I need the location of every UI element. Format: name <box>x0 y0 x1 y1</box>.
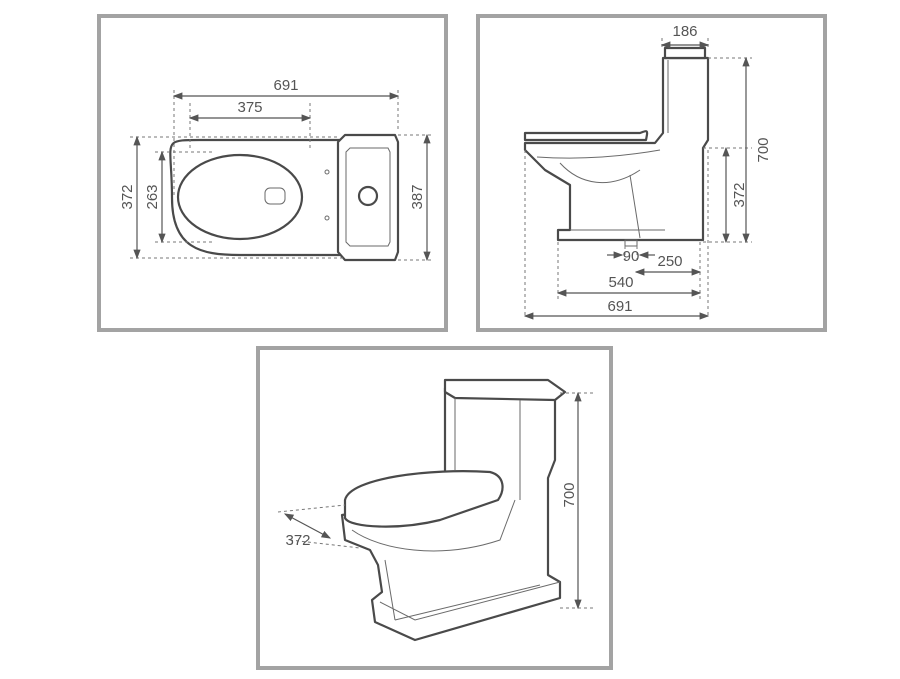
label-outlet-diameter: 90 <box>623 248 640 265</box>
label-length-total: 691 <box>607 298 632 315</box>
label-width-inner: 263 <box>144 184 161 209</box>
label-width-total: 691 <box>273 77 298 94</box>
toilet-side-view <box>523 46 710 247</box>
label-seat-height: 372 <box>731 182 748 207</box>
side-view-panel: 186 700 372 90 250 540 691 <box>476 14 827 332</box>
label-perspective-height: 700 <box>561 482 578 507</box>
label-bowl-length: 375 <box>237 99 262 116</box>
label-base-length: 540 <box>608 274 633 291</box>
label-tank-depth: 186 <box>672 23 697 40</box>
label-perspective-width: 372 <box>285 532 310 549</box>
perspective-view-panel: 372 700 <box>256 346 613 670</box>
label-height-total: 700 <box>755 137 772 162</box>
label-outlet-distance: 250 <box>657 253 682 270</box>
label-tank-width: 387 <box>409 184 426 209</box>
toilet-top-view <box>169 133 400 262</box>
label-width-outer: 372 <box>119 184 136 209</box>
top-view-panel: 691 375 372 263 387 <box>97 14 448 332</box>
dimension-line-372-perspective <box>283 513 332 539</box>
toilet-perspective-view <box>340 378 567 642</box>
